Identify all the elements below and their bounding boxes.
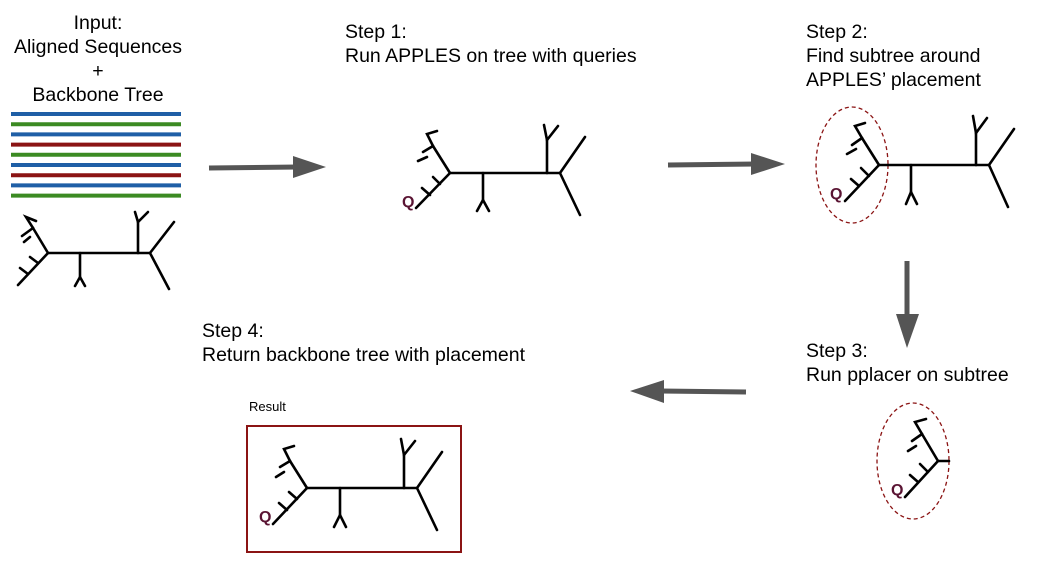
input-label-line: Backbone Tree bbox=[32, 84, 164, 106]
step4-label: Step 4: Return backbone tree with placem… bbox=[202, 319, 525, 367]
result-box bbox=[246, 425, 462, 553]
step1-tree bbox=[414, 123, 587, 217]
step2-description: APPLES’ placement bbox=[806, 69, 981, 91]
step1-label: Step 1: Run APPLES on tree with queries bbox=[345, 20, 637, 68]
step1-description: Run APPLES on tree with queries bbox=[345, 45, 637, 67]
step4-title: Step 4: bbox=[202, 320, 264, 342]
input-label-line: Input: bbox=[73, 12, 123, 34]
result-tree bbox=[271, 437, 444, 532]
query-label: Q bbox=[402, 194, 414, 211]
input-label-line: + bbox=[92, 60, 104, 82]
query-label: Q bbox=[830, 186, 842, 203]
arrow-step1-to-step2 bbox=[667, 153, 785, 175]
arrow-input-to-step1 bbox=[208, 156, 326, 178]
step3-subtree bbox=[903, 417, 951, 499]
step3-title: Step 3: bbox=[806, 340, 868, 362]
step3-label: Step 3: Run pplacer on subtree bbox=[806, 339, 1009, 387]
aligned-sequences bbox=[11, 112, 181, 198]
step4-description: Return backbone tree with placement bbox=[202, 344, 526, 366]
backbone-tree bbox=[16, 210, 176, 291]
arrow-step2-to-step3 bbox=[896, 261, 919, 348]
input-label: Input: Aligned Sequences + Backbone Tree bbox=[0, 11, 196, 107]
step3-description: Run pplacer on subtree bbox=[806, 364, 1009, 386]
step2-label: Step 2: Find subtree around APPLES’ plac… bbox=[806, 20, 981, 92]
step2-description: Find subtree around bbox=[806, 45, 981, 67]
result-caption: Result bbox=[249, 399, 286, 414]
query-label: Q bbox=[259, 509, 271, 526]
input-label-line: Aligned Sequences bbox=[13, 36, 183, 58]
query-label: Q bbox=[891, 482, 903, 499]
step1-title: Step 1: bbox=[345, 21, 407, 43]
step2-tree bbox=[843, 114, 1016, 209]
subtree-highlight bbox=[815, 106, 889, 224]
step2-title: Step 2: bbox=[806, 21, 868, 43]
arrow-step3-to-step4 bbox=[630, 380, 747, 403]
